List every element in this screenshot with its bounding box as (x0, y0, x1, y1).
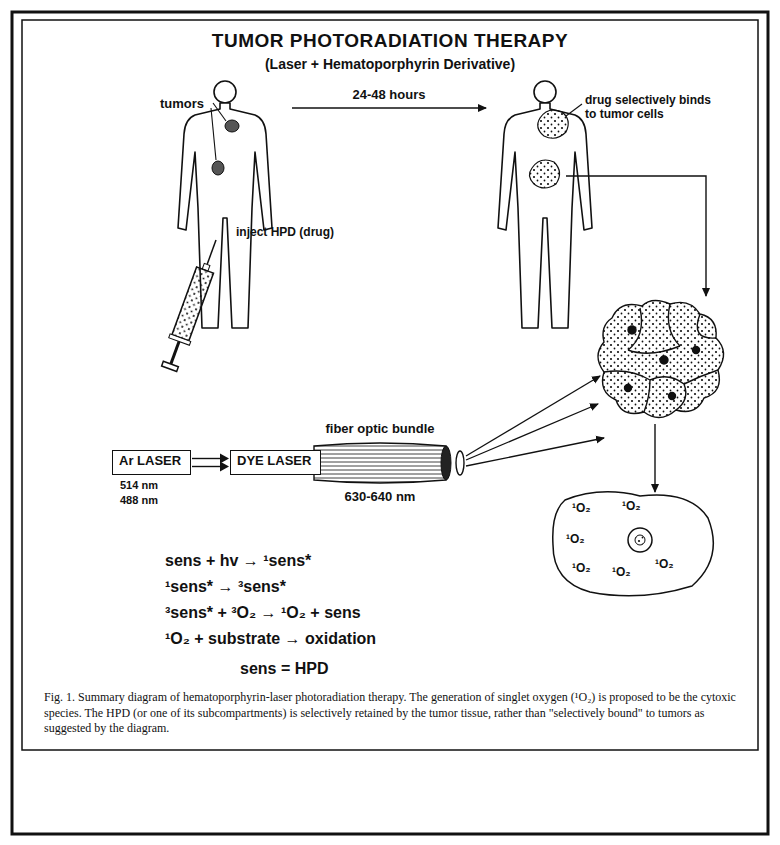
fiber-optic-bundle (314, 443, 446, 483)
laser-box: Ar LASER (112, 450, 191, 475)
nucleolus (635, 535, 645, 545)
figure-caption: Fig. 1. Summary diagram of hematoporphyr… (44, 690, 739, 737)
laser-beam-arrow (192, 454, 229, 472)
lens (456, 451, 464, 475)
light-rays (466, 376, 604, 466)
singlet-oxygen-label: ¹O₂ (572, 502, 591, 516)
cell-nucleus (628, 528, 652, 552)
tumor (225, 120, 239, 132)
tumor-cell (553, 492, 714, 596)
annotation: inject HPD (drug) (236, 226, 334, 240)
part-label: fiber optic bundle (325, 422, 434, 437)
singlet-oxygen-label: ¹O₂ (572, 562, 591, 576)
box-label: DYE LASER (237, 454, 314, 468)
wavelength-label: 514 nm (120, 479, 158, 492)
singlet-oxygen-label: ¹O₂ (566, 533, 585, 547)
leader-line (566, 104, 582, 116)
tumor (538, 110, 569, 138)
annotation: tumors (160, 97, 204, 112)
tumor (212, 161, 224, 175)
reaction-equation: sens + hv → ¹sens* (165, 552, 311, 570)
box-label: Ar LASER (119, 454, 184, 468)
tumor-cell-cluster (598, 300, 724, 417)
definition-note: sens = HPD (240, 660, 328, 678)
time-label: 24-48 hours (353, 88, 426, 103)
patient-figure (498, 81, 592, 328)
leader-line (213, 103, 226, 121)
syringe (159, 236, 227, 372)
laser-box: DYE LASER (230, 450, 321, 475)
reaction-equation: ¹sens* → ³sens* (165, 578, 286, 596)
tumor (529, 160, 559, 188)
singlet-oxygen-label: ¹O₂ (655, 558, 674, 572)
flow-arrow (654, 424, 655, 492)
reaction-equation: ¹O₂ + substrate → oxidation (165, 630, 376, 648)
singlet-oxygen-label: ¹O₂ (612, 566, 631, 580)
wavelength-label: 630-640 nm (345, 490, 416, 505)
fiber-end (441, 446, 451, 480)
wavelength-label: 488 nm (120, 494, 158, 507)
annotation: drug selectively binds to tumor cells (585, 94, 715, 122)
diagram-title: TUMOR PHOTORADIATION THERAPY (0, 30, 780, 52)
reaction-equation: ³sens* + ³O₂ → ¹O₂ + sens (165, 604, 361, 622)
leader-line (211, 108, 216, 160)
flow-arrow (566, 176, 706, 296)
singlet-oxygen-label: ¹O₂ (622, 500, 641, 514)
subtitle: (Laser + Hematoporphyrin Derivative) (265, 56, 515, 72)
time-arrow (292, 107, 486, 108)
